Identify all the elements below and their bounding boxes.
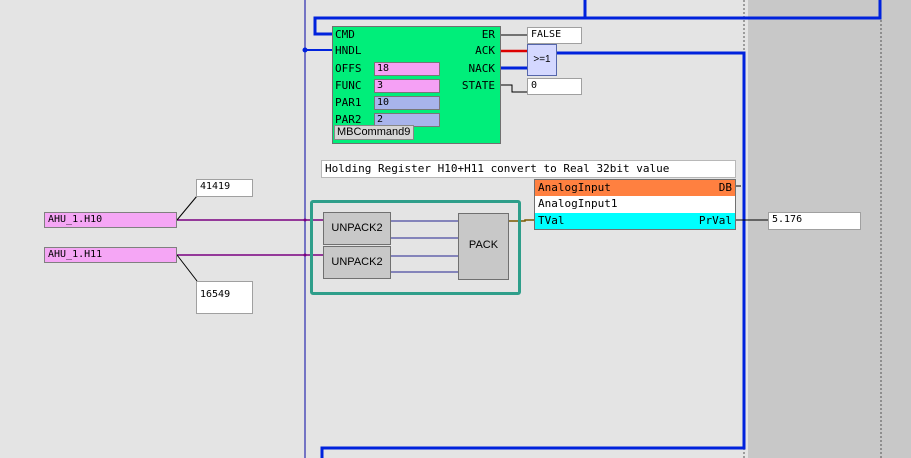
pin-tval[interactable]: TVal [538, 214, 565, 227]
pin-func[interactable]: FUNC [335, 79, 362, 92]
pin-state[interactable]: STATE [461, 79, 495, 92]
pin-hndl[interactable]: HNDL [335, 44, 362, 57]
comment-box[interactable]: Holding Register H10+H11 convert to Real… [321, 160, 736, 178]
pin-offs[interactable]: OFFS [335, 62, 362, 75]
wire-top-loop[interactable] [583, 0, 882, 20]
selection-frame[interactable] [310, 200, 521, 295]
junction-dot [303, 253, 307, 257]
wire-or-output[interactable] [320, 51, 746, 458]
par1-value[interactable]: 10 [374, 96, 440, 110]
unpack2-block-2[interactable]: UNPACK2 [323, 246, 391, 279]
offs-value[interactable]: 18 [374, 62, 440, 76]
wire-pack-out[interactable] [509, 219, 535, 222]
pin-par2[interactable]: PAR2 [335, 113, 362, 126]
variable-ahu1-h10[interactable]: AHU_1.H10 [44, 212, 177, 228]
analog-instance-name: AnalogInput1 [538, 197, 618, 210]
analog-header[interactable]: AnalogInput DB [535, 180, 735, 196]
mbcommand-block[interactable]: CMD HNDL OFFS 18 FUNC 3 PAR1 10 PAR2 2 E… [332, 26, 501, 144]
analog-io-row[interactable]: TVal PrVal [535, 213, 735, 229]
value-h10[interactable]: 41419 [196, 179, 253, 197]
analoginput-block[interactable]: AnalogInput DB AnalogInput1 TVal PrVal [534, 179, 736, 230]
pin-db[interactable]: DB [718, 181, 732, 194]
variable-ahu1-h11[interactable]: AHU_1.H11 [44, 247, 177, 263]
leader-h10 [176, 195, 198, 221]
pin-prval[interactable]: PrVal [698, 214, 732, 227]
state-value-box[interactable]: 0 [527, 78, 582, 95]
er-value-box[interactable]: FALSE [527, 27, 582, 44]
junction-dot [302, 47, 308, 53]
value-h11[interactable]: 16549 [196, 281, 253, 314]
wire-cmd-feedback[interactable] [313, 16, 585, 36]
wire-state [501, 84, 527, 93]
pack-block[interactable]: PACK [458, 213, 509, 280]
pin-nack[interactable]: NACK [468, 62, 496, 75]
pin-par1[interactable]: PAR1 [335, 96, 362, 109]
or-block[interactable]: >=1 [527, 44, 557, 76]
func-value[interactable]: 3 [374, 79, 440, 93]
unpack2-block-1[interactable]: UNPACK2 [323, 212, 391, 245]
block-instance-name[interactable]: MBCommand9 [334, 125, 414, 140]
pin-er[interactable]: ER [481, 28, 495, 41]
leader-h11 [176, 254, 198, 282]
junction-dot [303, 218, 307, 222]
pin-ack[interactable]: ACK [475, 44, 495, 57]
analog-instance-row[interactable]: AnalogInput1 [535, 196, 735, 212]
prval-value-box[interactable]: 5.176 [768, 212, 861, 230]
pin-cmd[interactable]: CMD [335, 28, 355, 41]
analog-type: AnalogInput [538, 181, 611, 194]
